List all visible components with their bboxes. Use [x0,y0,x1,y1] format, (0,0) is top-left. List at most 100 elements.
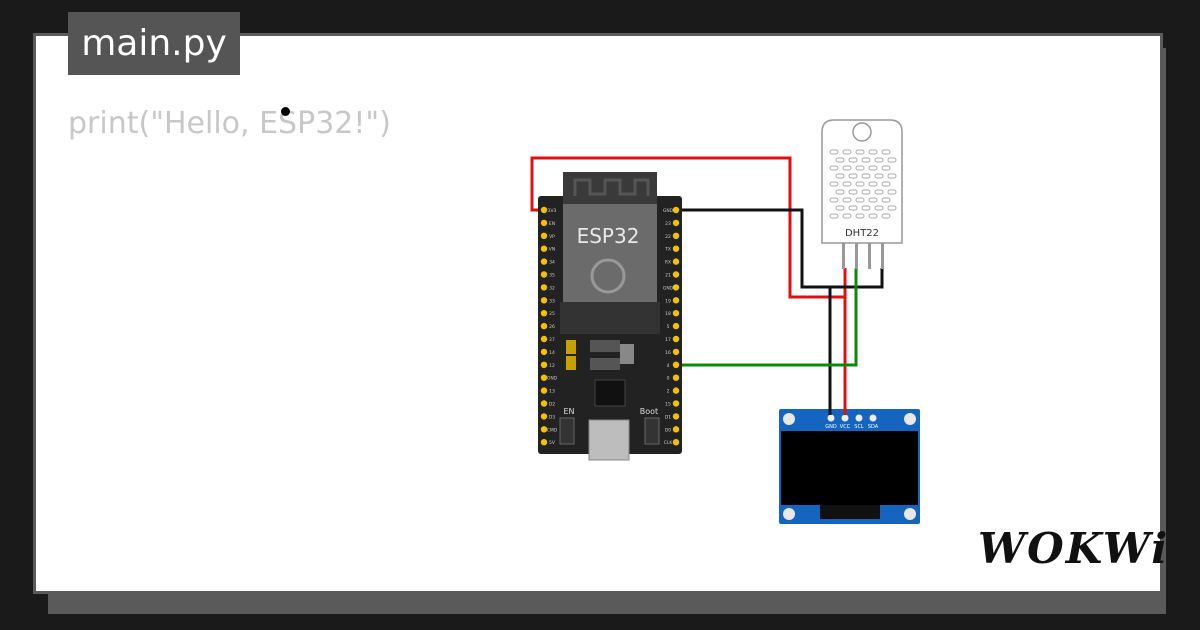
file-tab-main-py[interactable]: main.py [68,12,240,75]
dht22-pin-2[interactable] [855,243,858,269]
dht22-grille-slot-42 [855,213,865,219]
esp32-pin-label-left-16: D3 [549,414,555,420]
esp32-pin-left-15[interactable] [540,400,548,407]
esp32-pin-right-13[interactable] [672,374,680,381]
dht22-grille-slot-3 [868,149,878,155]
esp32-pin-right-6[interactable] [672,284,680,291]
esp32-pin-left-9[interactable] [540,322,548,330]
esp32-pin-right-18[interactable] [672,439,680,446]
dht22-grille-slot-15 [835,173,845,179]
dht22-grille-slot-40 [829,213,839,219]
esp32-pin-label-right-13: 0 [667,376,670,382]
esp32-pin-label-right-14: 2 [667,389,670,395]
esp32-pin-right-4[interactable] [672,258,680,265]
esp32-pin-left-4[interactable] [540,258,548,265]
esp32-module-shield [563,204,657,302]
esp32-pin-right-0[interactable] [672,206,680,214]
esp32-pin-left-10[interactable] [540,335,548,343]
esp32-pin-left-16[interactable] [540,413,548,420]
espressif-logo-icon [590,258,626,294]
esp32-pin-label-left-2: VP [549,234,555,240]
dht22-grille-slot-7 [861,157,871,163]
esp32-pin-label-left-4: 34 [549,260,555,266]
dht22-grille-slot-36 [848,205,858,211]
dht22-grille-slot-41 [842,213,852,219]
esp32-pin-left-8[interactable] [540,310,548,317]
dht22-grille-slot-23 [868,181,878,187]
esp32-pin-label-left-15: D2 [549,402,555,408]
esp32-pin-right-8[interactable] [672,310,680,317]
dht22-grille-slot-28 [874,189,884,195]
esp32-pin-left-2[interactable] [540,232,548,239]
esp32-pin-left-18[interactable] [540,439,548,446]
boot-button-label: Boot [640,407,658,416]
esp32-pin-label-right-3: TX [664,247,671,253]
oled-pin-sda[interactable] [869,414,877,422]
dht22-sensor[interactable]: DHT22 [821,119,903,269]
oled-pin-scl[interactable] [855,414,863,422]
esp32-pin-right-3[interactable] [672,245,680,252]
esp32-pin-left-14[interactable] [540,387,548,394]
en-button[interactable] [559,417,575,445]
oled-pin-gnd[interactable] [827,414,835,422]
dht22-grille-slot-4 [881,149,891,155]
esp32-pin-right-12[interactable] [672,361,680,368]
oled-pin-vcc[interactable] [841,414,849,422]
wires [530,156,884,415]
wire-green-data[interactable] [676,268,858,367]
esp32-pin-label-left-17: CMD [547,427,558,433]
esp32-regulator-2 [590,358,620,370]
esp32-pin-label-right-6: GND [663,285,674,291]
dht22-pin-3[interactable] [868,243,871,269]
esp32-pin-right-14[interactable] [672,387,680,394]
esp32-pin-left-17[interactable] [540,426,548,433]
esp32-usb-port[interactable] [588,419,630,461]
esp32-pin-left-11[interactable] [540,348,548,356]
esp32-pin-right-11[interactable] [672,348,680,356]
esp32-antenna-trace [573,178,650,196]
esp32-pin-right-1[interactable] [672,219,680,227]
file-tab-label: main.py [81,23,227,64]
dht22-grille-slot-24 [881,181,891,187]
oled-pin-label-vcc: VCC [840,424,851,430]
esp32-pin-left-12[interactable] [540,361,548,368]
oled-pin-label-gnd: GND [825,424,837,430]
esp32-pin-right-16[interactable] [672,413,680,420]
dht22-grille-slot-6 [848,157,858,163]
esp32-pin-right-9[interactable] [672,322,680,330]
dht22-pin-1[interactable] [842,243,845,269]
esp32-module-base [560,302,660,334]
esp32-board[interactable]: ESP32 EN Boot 3V3ENVPVN34353233252627141… [538,172,682,461]
esp32-pin-right-7[interactable] [672,297,680,304]
oled-display[interactable]: GND VCC SCL SDA [779,409,920,524]
dht22-grille-slot-18 [874,173,884,179]
esp32-pin-right-15[interactable] [672,400,680,407]
esp32-pin-right-5[interactable] [672,271,680,278]
esp32-pin-right-17[interactable] [672,426,680,433]
dht22-grille-slot-31 [842,197,852,203]
oled-pin-label-sda: SDA [868,424,879,430]
esp32-pin-left-3[interactable] [540,245,548,252]
esp32-pin-left-0[interactable] [540,206,548,214]
esp32-pin-label-right-8: 18 [665,311,671,317]
esp32-pin-left-5[interactable] [540,271,548,278]
esp32-pin-right-2[interactable] [672,232,680,239]
esp32-small-comp-1 [566,340,576,354]
esp32-pin-label-left-12: 12 [549,363,555,369]
esp32-pin-right-10[interactable] [672,335,680,343]
dht22-grille [829,149,897,219]
esp32-pin-left-6[interactable] [540,284,548,291]
esp32-pin-left-1[interactable] [540,219,548,227]
esp32-pin-label-right-12: 4 [667,363,670,369]
esp32-chip-label: ESP32 [577,224,640,248]
wire-black-gnd[interactable] [676,208,884,289]
dht22-grille-slot-9 [887,157,897,163]
esp32-pin-label-left-9: 26 [549,324,555,330]
boot-button[interactable] [644,417,660,445]
dht22-pin-4[interactable] [881,243,884,269]
esp32-pin-left-7[interactable] [540,297,548,304]
esp32-pin-left-13[interactable] [540,374,548,381]
esp32-pin-label-right-4: RX [665,260,671,266]
esp32-pin-label-right-7: 19 [665,298,671,304]
